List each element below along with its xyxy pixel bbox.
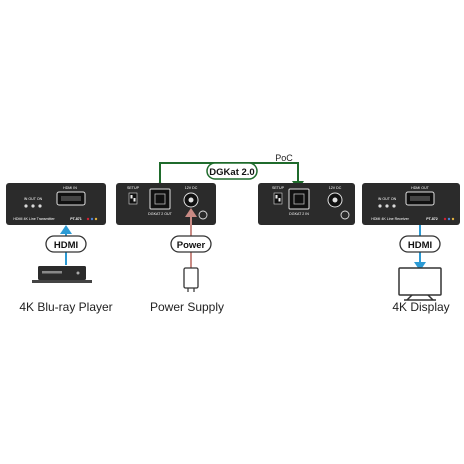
dgkat-link: DGKat 2.0 PoC	[154, 153, 304, 190]
hdmi-out-label: HDMI OUT	[411, 186, 430, 190]
tx-led-on-icon	[38, 204, 42, 208]
display-label: 4K Display	[392, 300, 450, 314]
rx-dgkat-in-label: DGKAT 2 IN	[289, 212, 309, 216]
brand-dot-red	[86, 217, 90, 221]
tx-dip-switch-icon	[128, 192, 138, 205]
power-badge	[170, 235, 212, 253]
rx-name: HDMI 4K Line Receiver	[371, 217, 409, 221]
hdmi-left-badge	[45, 235, 87, 253]
poc-label: PoC	[275, 153, 293, 163]
rx-led-on-icon	[392, 204, 396, 208]
rx-dc-label: 12V DC	[329, 186, 342, 190]
rx-setup-label: SETUP	[272, 186, 285, 190]
power-supply-label: Power Supply	[149, 300, 225, 314]
hdmi-input-link: HDMI	[45, 225, 87, 265]
transmitter-back: SETUP DGKAT 2 OUT 12V DC	[116, 183, 216, 225]
power-label: Power	[177, 240, 206, 251]
brand-dot-yellow	[94, 217, 98, 221]
dgkat-label: DGKat 2.0	[209, 167, 254, 178]
hdmi-in-arrow-icon	[60, 225, 72, 234]
tx-led-out-icon	[31, 204, 35, 208]
power-arrow-icon	[185, 208, 197, 217]
hdmi-out-port-slot	[410, 196, 430, 201]
tx-ground-screw-icon	[198, 210, 208, 220]
tx-led-labels: IN OUT ON	[24, 197, 43, 201]
hdmi-left-label: HDMI	[54, 240, 78, 251]
rx-led-labels: IN OUT ON	[378, 197, 397, 201]
bluray-label: 4K Blu-ray Player	[19, 300, 113, 314]
tx-model: PT-871	[70, 217, 82, 221]
rx-rj45-port-icon	[288, 188, 310, 210]
hdmi-output-link: HDMI	[399, 225, 441, 271]
hdmi-right-badge	[399, 235, 441, 253]
tx-dc-label: 12V DC	[185, 186, 198, 190]
hdmi-in-label: HDMI IN	[63, 186, 77, 190]
power-adapter-icon	[183, 267, 199, 292]
tx-setup-label: SETUP	[127, 186, 140, 190]
bluray-player-icon	[32, 266, 92, 283]
hdmi-right-label: HDMI	[408, 240, 432, 251]
receiver-back: SETUP DGKAT 2 IN 12V DC	[258, 183, 355, 225]
hdmi-port-slot	[61, 196, 81, 201]
rx-dip-switch-icon	[273, 192, 283, 205]
hdmi-out-arrow-icon	[414, 262, 426, 271]
tx-name: HDMI 4K Line Transmitter	[13, 217, 55, 221]
display-icon	[398, 267, 442, 301]
dgkat-badge	[206, 162, 258, 180]
tx-rj45-port-icon	[149, 188, 171, 210]
rx-model: PT-872	[426, 217, 438, 221]
tx-led-in-icon	[24, 204, 28, 208]
power-link: Power	[170, 208, 212, 268]
rx-led-out-icon	[385, 204, 389, 208]
brand-dot-blue	[90, 217, 94, 221]
transmitter-front: HDMI IN IN OUT ON HDMI 4K Line Transmitt…	[6, 183, 106, 225]
tx-dgkat-out-label: DGKAT 2 OUT	[148, 212, 172, 216]
rx-ground-screw-icon	[340, 210, 350, 220]
receiver-front: HDMI OUT IN OUT ON HDMI 4K Line Receiver…	[362, 183, 460, 225]
rx-led-in-icon	[378, 204, 382, 208]
